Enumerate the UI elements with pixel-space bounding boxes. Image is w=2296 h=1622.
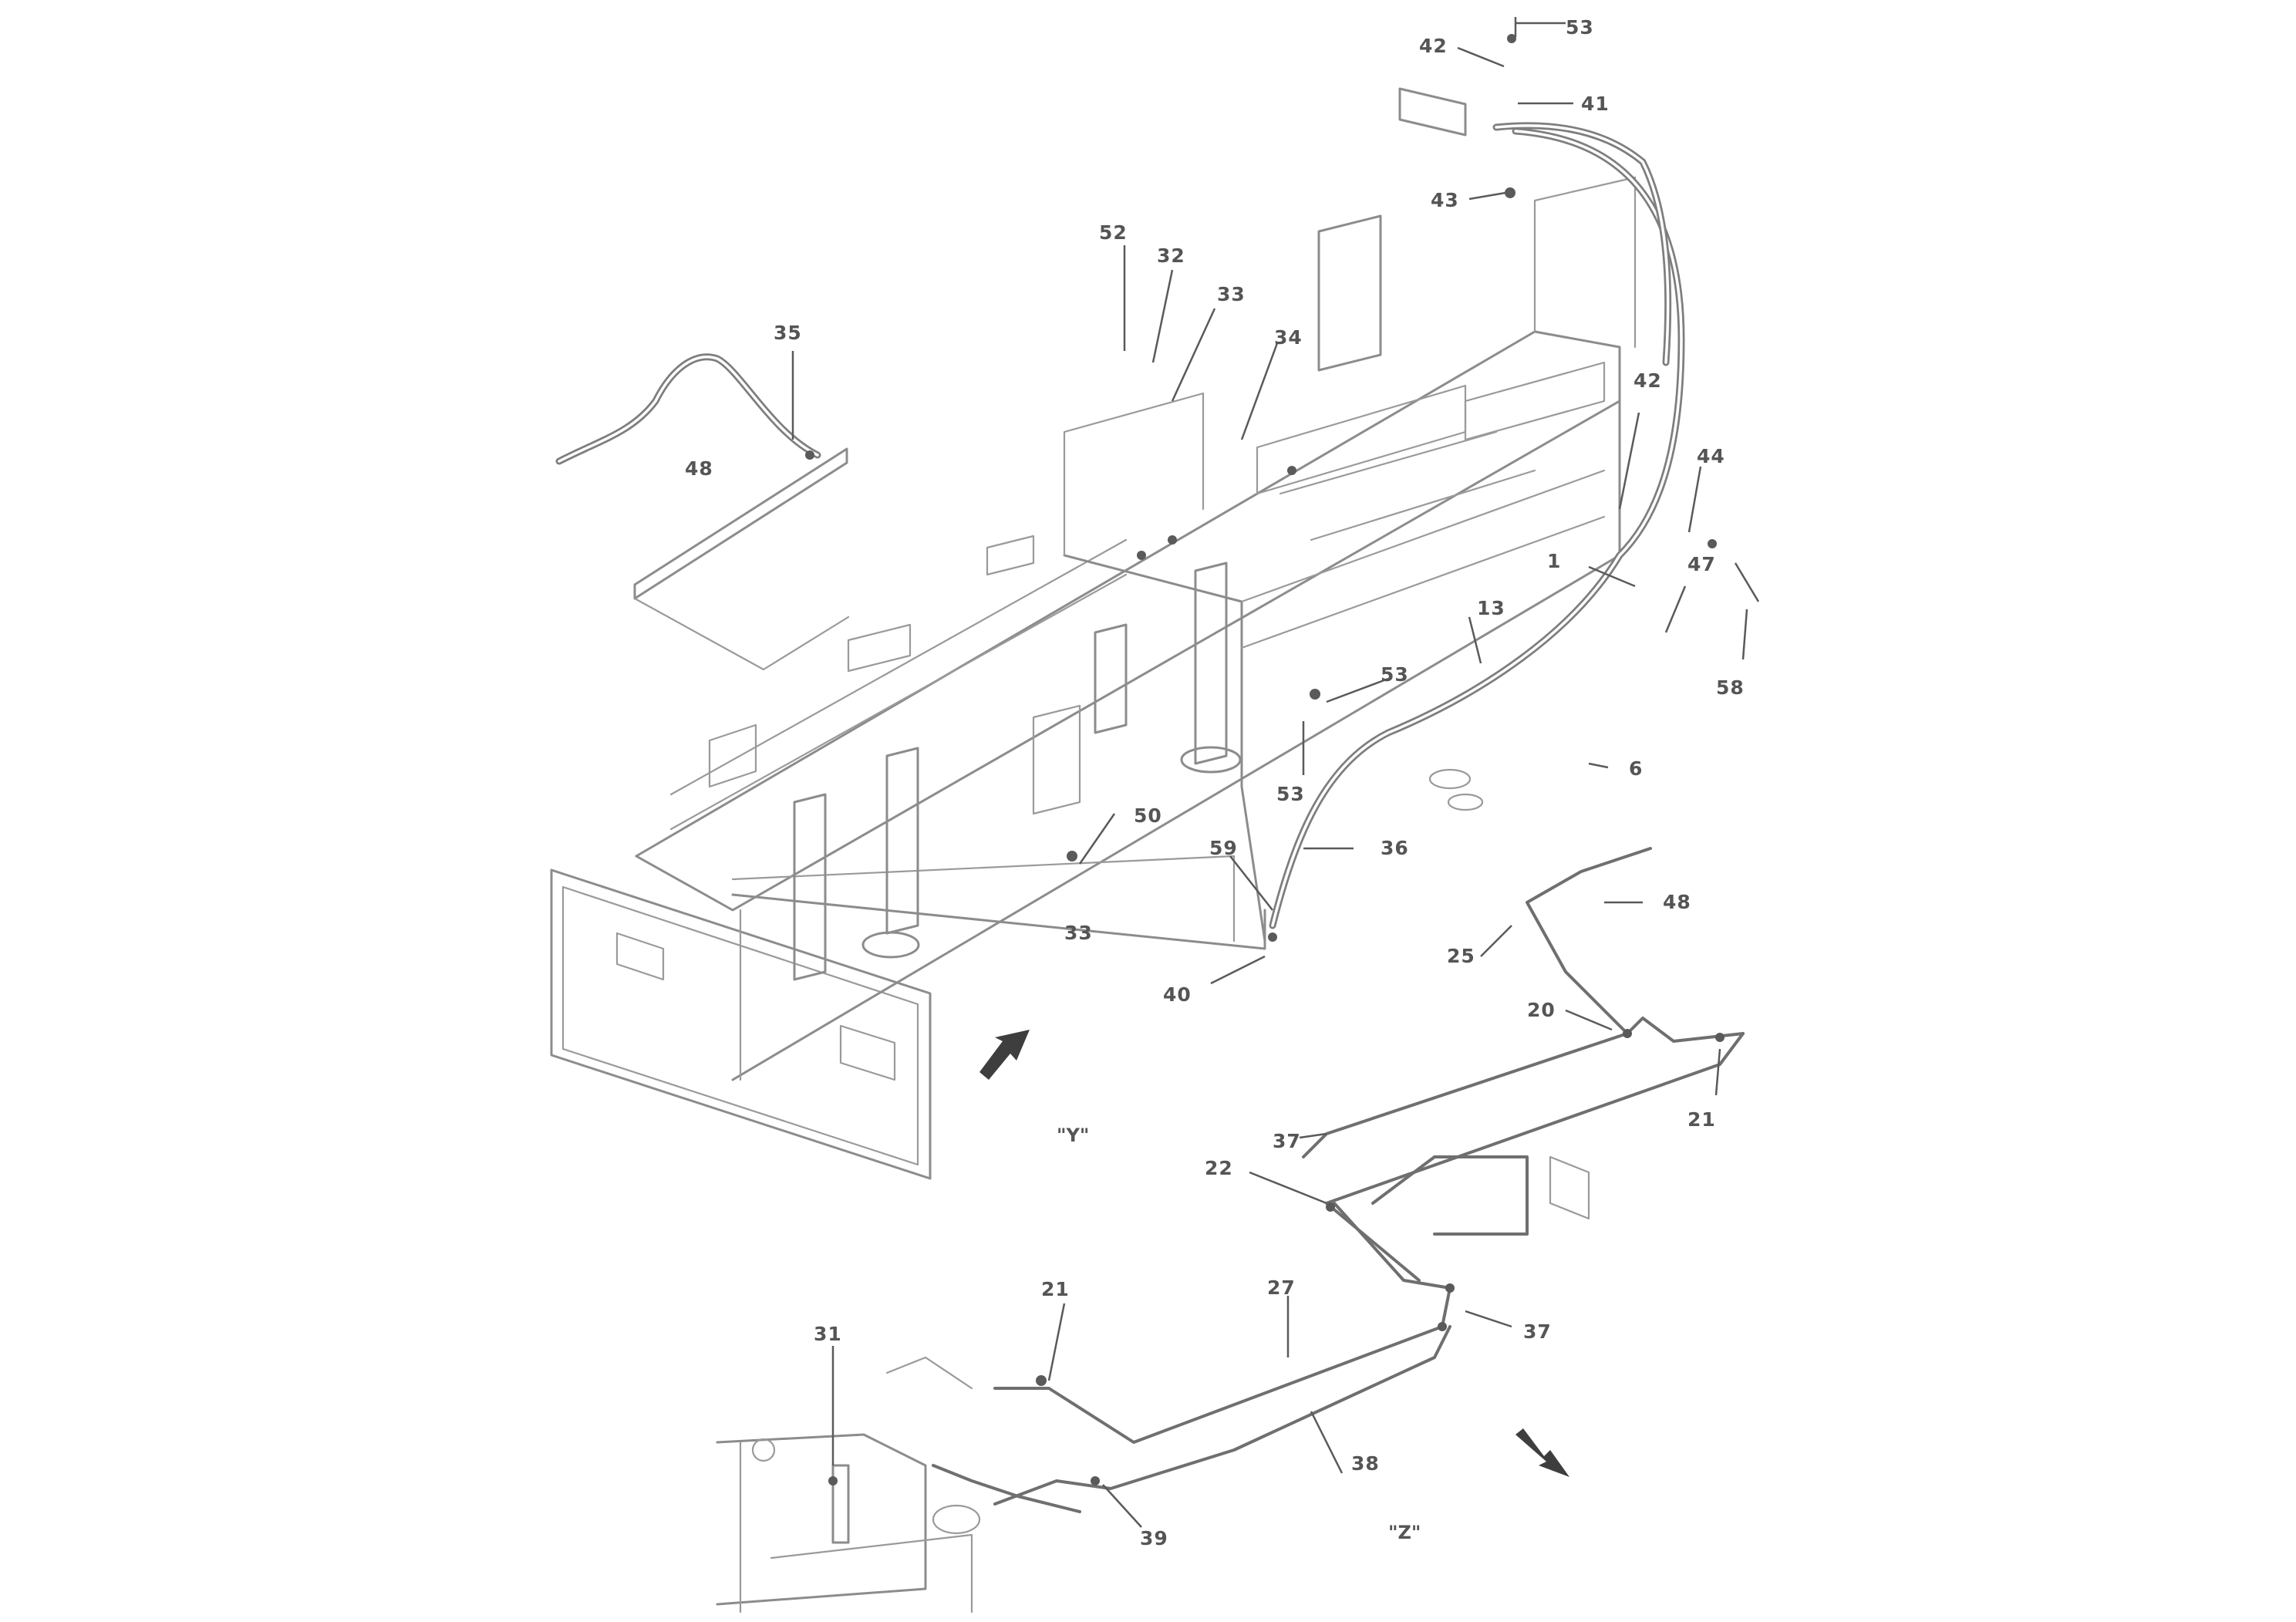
- callout-label: 21: [1041, 1278, 1070, 1300]
- lower-left-assembly: [716, 1356, 981, 1614]
- callout-label: 48: [685, 457, 713, 480]
- callout-label: 42: [1419, 35, 1448, 57]
- callout-label: 21: [1687, 1108, 1716, 1131]
- callout-label: 33: [1064, 922, 1093, 944]
- callout-label: 27: [1267, 1276, 1296, 1299]
- callout-label: 59: [1209, 837, 1238, 859]
- view-arrows: [979, 1030, 1569, 1477]
- callout-label: 1: [1547, 550, 1561, 572]
- view-labels: "Y" "Z": [1057, 1125, 1421, 1543]
- view-arrow-z-icon: [1515, 1428, 1569, 1477]
- view-label-y: "Y": [1057, 1125, 1089, 1146]
- hose-upper-curved: [1269, 87, 1685, 929]
- callout-label: 53: [1566, 16, 1594, 39]
- view-arrow-y-icon: [979, 1030, 1030, 1080]
- callout-label: 37: [1523, 1320, 1552, 1343]
- callout-label: 43: [1431, 189, 1459, 211]
- callout-label: 13: [1477, 597, 1505, 619]
- callout-label: 40: [1163, 983, 1192, 1006]
- callout-label: 31: [814, 1323, 842, 1345]
- leader-lines: [791, 17, 1760, 1528]
- callout-label: 39: [1140, 1527, 1168, 1549]
- callout-label: 25: [1447, 945, 1475, 967]
- callout-label: 50: [1134, 804, 1162, 827]
- callout-label: 6: [1629, 757, 1643, 780]
- callout-label: 20: [1527, 999, 1556, 1021]
- callout-label: 36: [1381, 837, 1409, 859]
- hose-left-item-48: [555, 353, 821, 465]
- fittings: [805, 34, 1725, 1485]
- callout-label: 42: [1633, 369, 1662, 392]
- callout-label: 47: [1687, 553, 1716, 575]
- callout-labels: 53 42 41 43 52 32 33 34 35 48 42 44 1 47…: [685, 16, 1745, 1549]
- pipe-lines: [932, 847, 1745, 1513]
- callout-label: 33: [1217, 283, 1246, 305]
- callout-label: 34: [1274, 326, 1303, 349]
- callout-label: 38: [1351, 1452, 1380, 1475]
- callout-label: 22: [1205, 1157, 1233, 1179]
- callout-label: 48: [1663, 891, 1691, 913]
- callout-label: 32: [1157, 244, 1185, 267]
- callout-label: 35: [774, 322, 802, 344]
- callout-label: 44: [1697, 445, 1725, 467]
- callout-label: 53: [1381, 663, 1409, 686]
- callout-label: 53: [1276, 783, 1305, 805]
- callout-label: 37: [1273, 1130, 1301, 1152]
- callout-label: 41: [1581, 93, 1610, 115]
- callout-label: 52: [1099, 221, 1128, 244]
- view-label-z: "Z": [1388, 1522, 1421, 1543]
- chassis-frame: [550, 176, 1637, 1180]
- callout-label: 58: [1716, 676, 1745, 699]
